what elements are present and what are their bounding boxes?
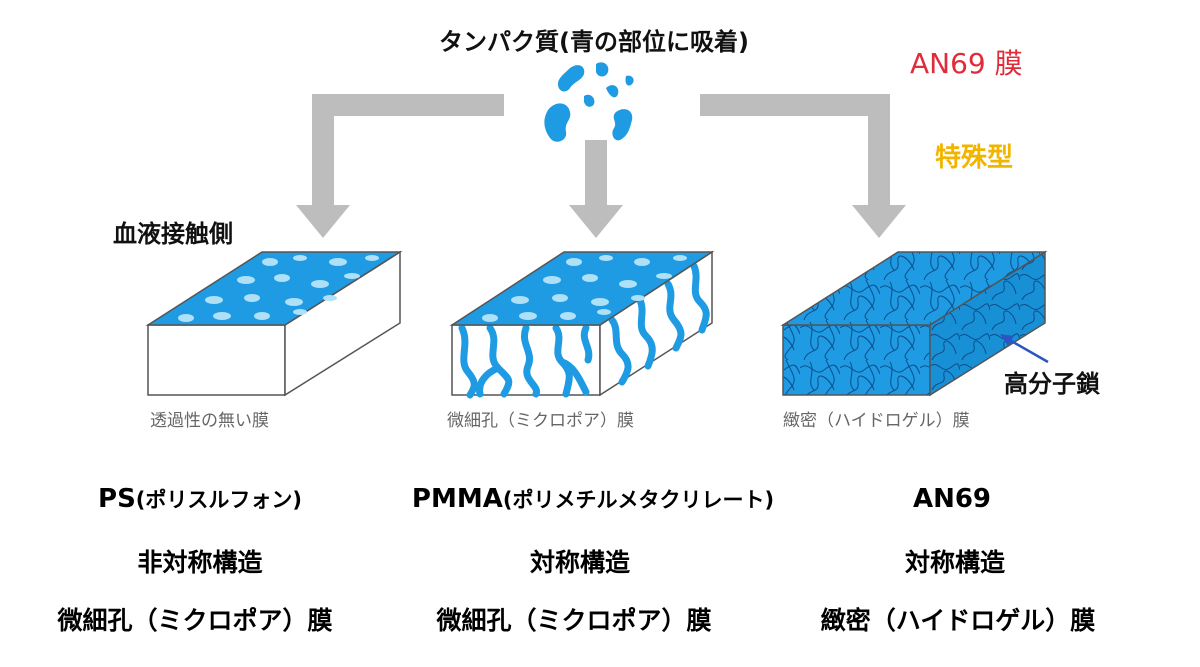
polymer-chain-pointer (1000, 334, 1049, 364)
block-caption-1: 透過性の無い膜 (150, 411, 269, 431)
column-pmma: PMMA(ポリメチルメタクリレート) (412, 484, 774, 514)
block-caption-2: 微細孔（ミクロポア）膜 (447, 411, 634, 431)
protein-title: タンパク質(青の部位に吸着) (439, 28, 749, 56)
an69-membrane-title: AN69 膜 (910, 47, 1023, 80)
column-an69-membrane: 緻密（ハイドロゲル）膜 (820, 606, 1096, 635)
column-name: PS (98, 484, 136, 514)
block-ps (145, 250, 403, 397)
blood-contact-side-label: 血液接触側 (113, 220, 233, 248)
column-pmma-structure: 対称構造 (529, 548, 631, 577)
column-an69-structure: 対称構造 (904, 548, 1006, 577)
polymer-chain-label: 高分子鎖 (1004, 370, 1100, 398)
column-ps: PS(ポリスルフォン) (98, 484, 302, 514)
special-type-label: 特殊型 (935, 143, 1014, 173)
block-pmma (449, 250, 715, 399)
block-caption-3: 緻密（ハイドロゲル）膜 (783, 411, 970, 431)
column-ps-structure: 非対称構造 (137, 548, 263, 577)
column-pmma-membrane: 微細孔（ミクロポア）膜 (436, 606, 712, 635)
column-ps-membrane: 微細孔（ミクロポア）膜 (57, 606, 333, 635)
column-name-sub: (ポリメチルメタクリレート) (502, 488, 775, 512)
column-an69: AN69 (913, 484, 991, 514)
protein-particles (544, 62, 634, 142)
column-name: AN69 (912, 484, 992, 514)
block-an69 (780, 250, 1048, 397)
column-name-sub: (ポリスルフォン) (135, 488, 302, 512)
column-name: PMMA (411, 484, 503, 514)
arrows (296, 94, 906, 238)
